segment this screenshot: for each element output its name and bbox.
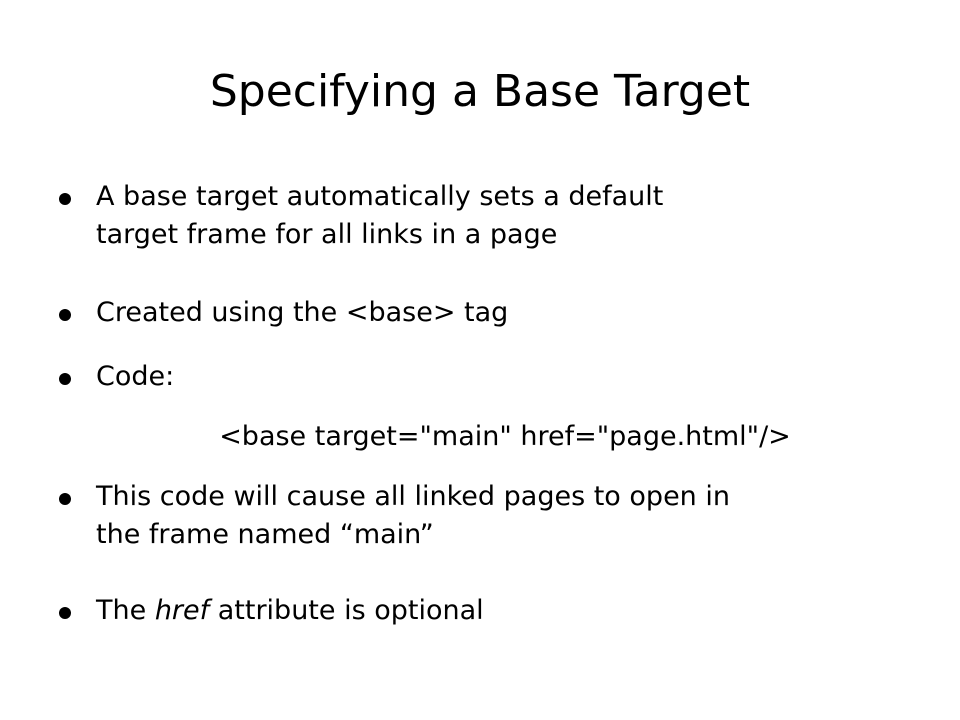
slide-title: Specifying a Base Target [209,66,751,117]
bullet-text-part: attribute is optional [209,595,484,626]
bullet-dot-icon [59,373,71,385]
bullet-text-continuation: the frame named “main” [96,519,434,550]
bullet-text: Code: [96,361,175,392]
bullet-dot-icon [59,607,71,619]
bullet-text: The href attribute is optional [96,592,876,630]
bullet-text: Created using the <base> tag [96,297,509,328]
bullet-text-continuation: target frame for all links in a page [96,219,558,250]
bullet-text: This code will cause all linked pages to… [96,481,730,512]
bullet-text-part: The [96,595,155,626]
code-example: <base target="main" href="page.html"/> [219,421,791,452]
bullet-dot-icon [59,193,71,205]
bullet-dot-icon [59,493,71,505]
bullet-text: A base target automatically sets a defau… [96,181,664,212]
bullet-text-emphasis: href [154,595,210,626]
bullet-dot-icon [59,309,71,321]
